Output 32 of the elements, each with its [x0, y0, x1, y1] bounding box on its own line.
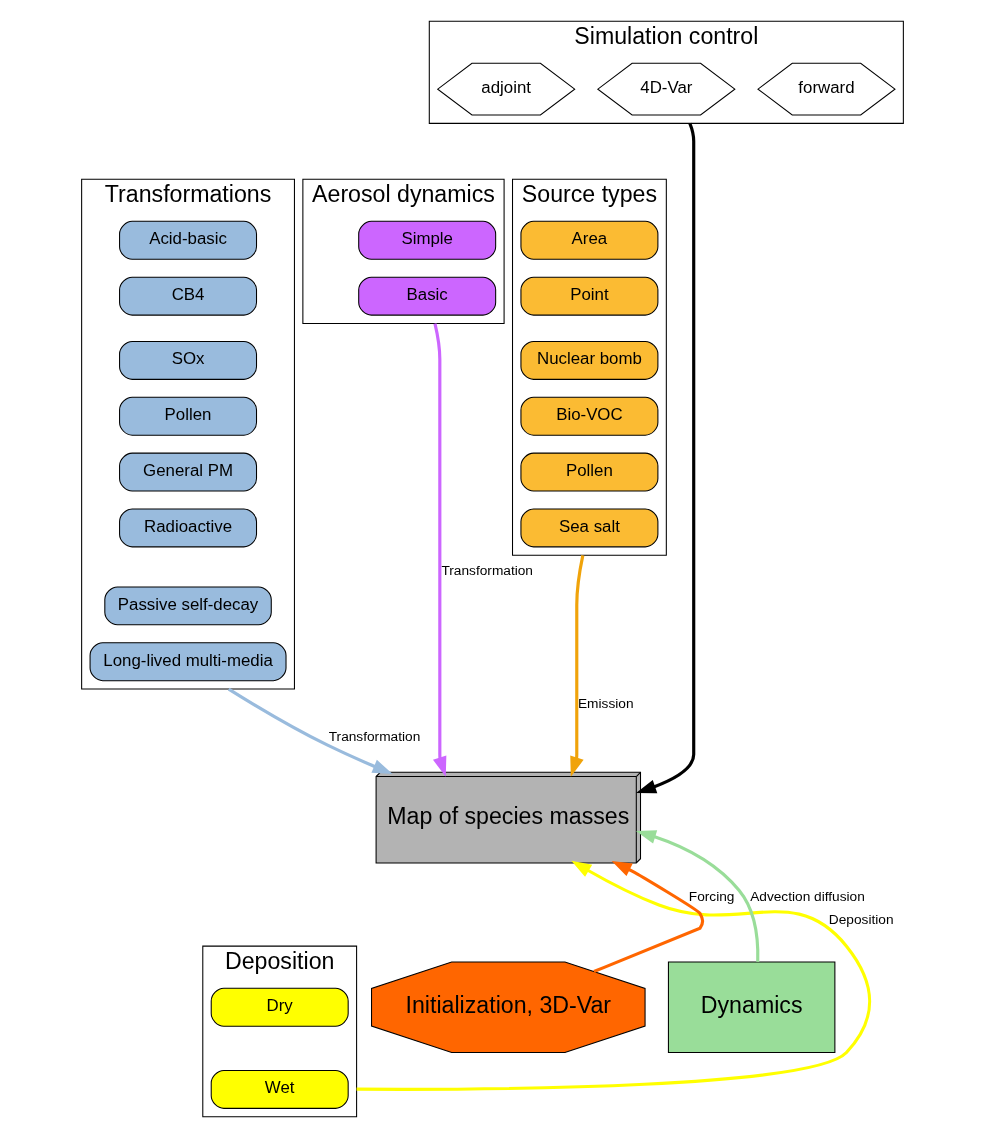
edge-label: Advection diffusion	[750, 889, 865, 905]
node-box: Nuclear bomb	[520, 340, 659, 380]
node-box: Sea salt	[520, 508, 659, 548]
node-box: Wet	[210, 1069, 349, 1109]
node-box: Pollen	[119, 396, 258, 436]
arrow	[593, 860, 705, 973]
node-box: General PM	[119, 452, 258, 492]
node-box: Dynamics	[667, 961, 836, 1054]
edge-label: Forcing	[688, 889, 735, 905]
arrow	[432, 323, 447, 777]
edge-label: Transformation	[328, 729, 421, 745]
arrow	[570, 554, 585, 777]
node-box: Pollen	[520, 452, 659, 492]
node-box: Radioactive	[119, 508, 258, 548]
node-box: Point	[520, 276, 659, 316]
edge-label: Emission	[577, 696, 634, 712]
node-box: CB4	[119, 276, 258, 316]
node-box: Long-lived multi-media	[89, 642, 287, 682]
node-box: Bio-VOC	[520, 396, 659, 436]
node-box: Basic	[358, 276, 497, 316]
arrow	[635, 830, 760, 962]
arrow	[636, 122, 696, 794]
edge-label: Deposition	[828, 912, 894, 928]
node-box: Dry	[210, 987, 349, 1027]
edge-label: Transformation	[441, 562, 534, 578]
node-box: Passive self-decay	[104, 586, 272, 626]
node-box: Simple	[358, 220, 497, 260]
node-box: Area	[520, 220, 659, 260]
node-box: Acid-basic	[119, 220, 258, 260]
node-box: SOx	[119, 340, 258, 380]
arrow	[356, 860, 872, 1091]
arrow	[227, 687, 393, 775]
